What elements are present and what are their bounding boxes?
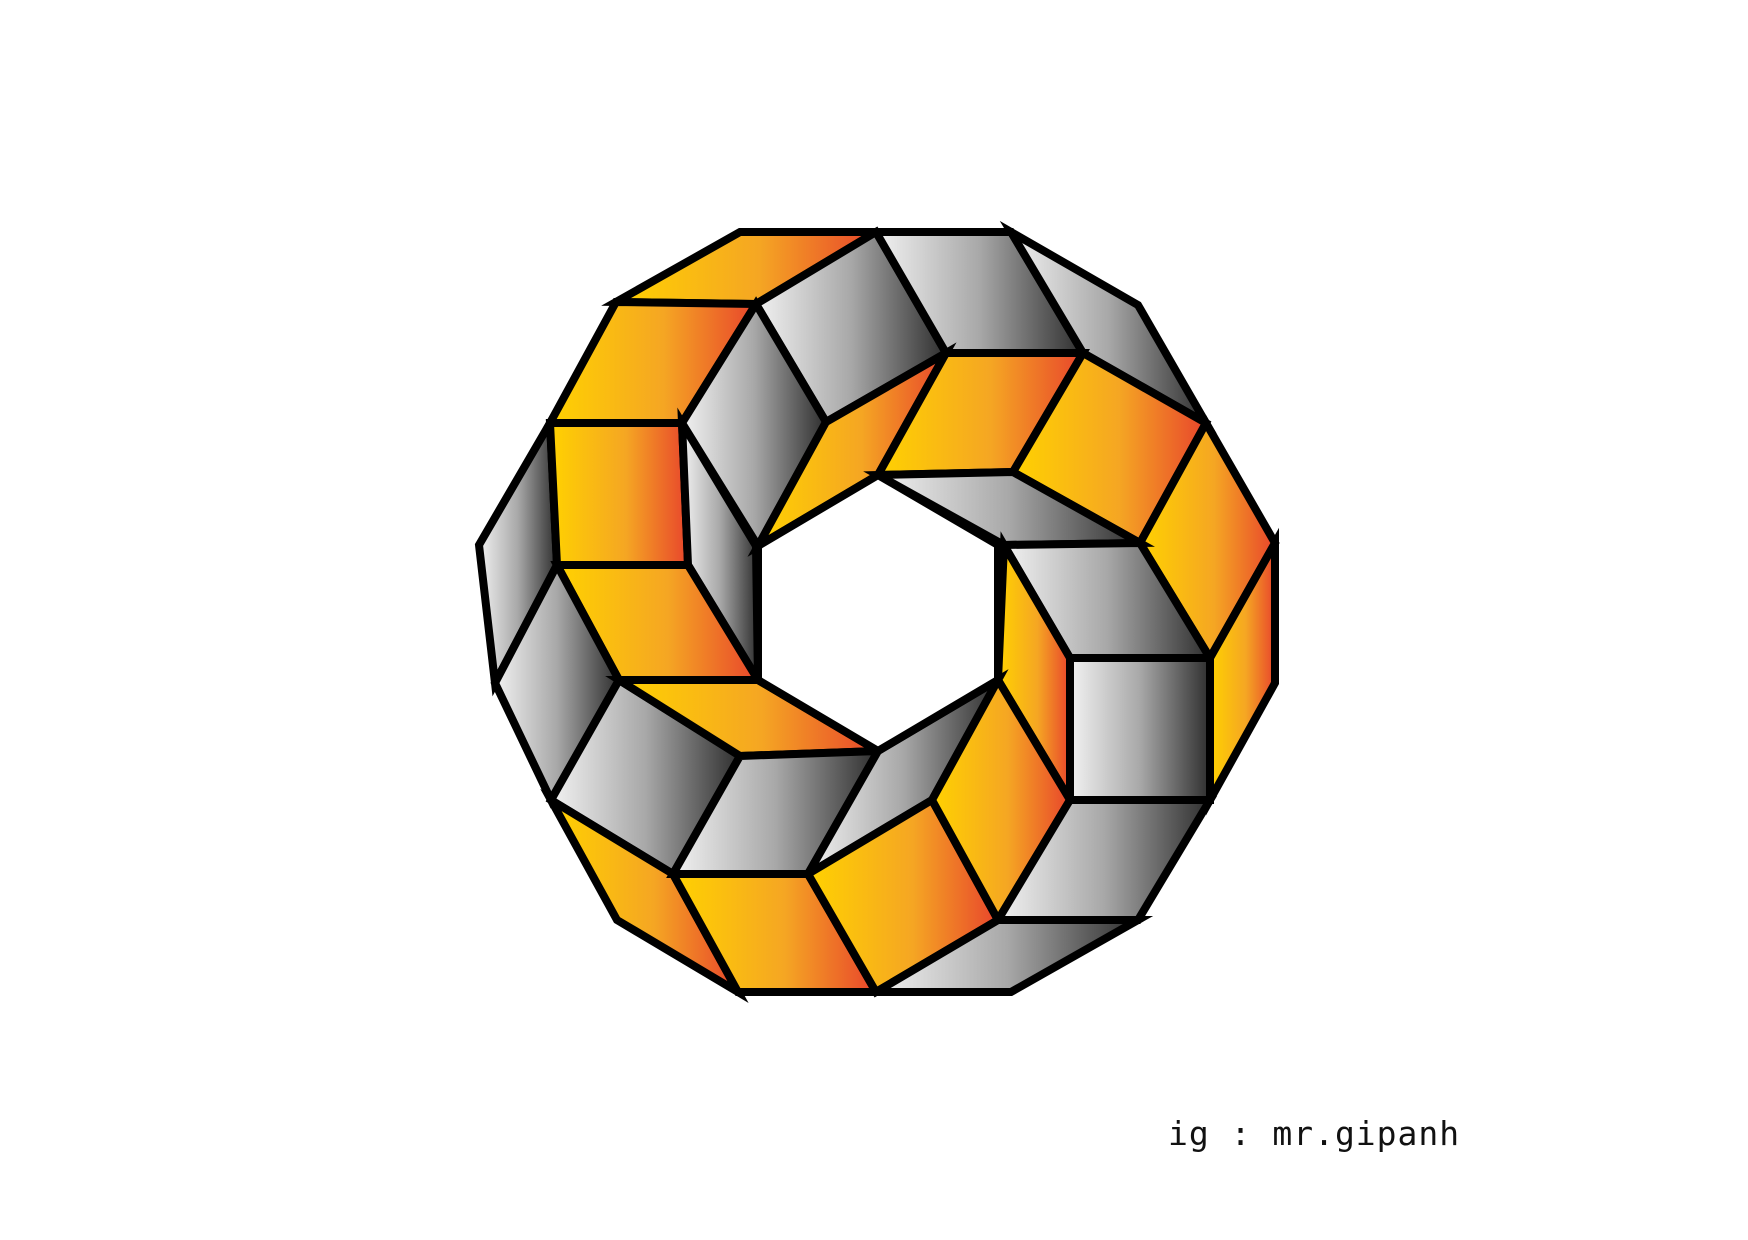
tile-right-gray-square	[1066, 654, 1214, 804]
artist-credit: ig : mr.gipanh	[1168, 1114, 1461, 1153]
tile-left-orange-1	[545, 419, 693, 569]
tile-bottom-right-gray-2	[861, 916, 1154, 996]
